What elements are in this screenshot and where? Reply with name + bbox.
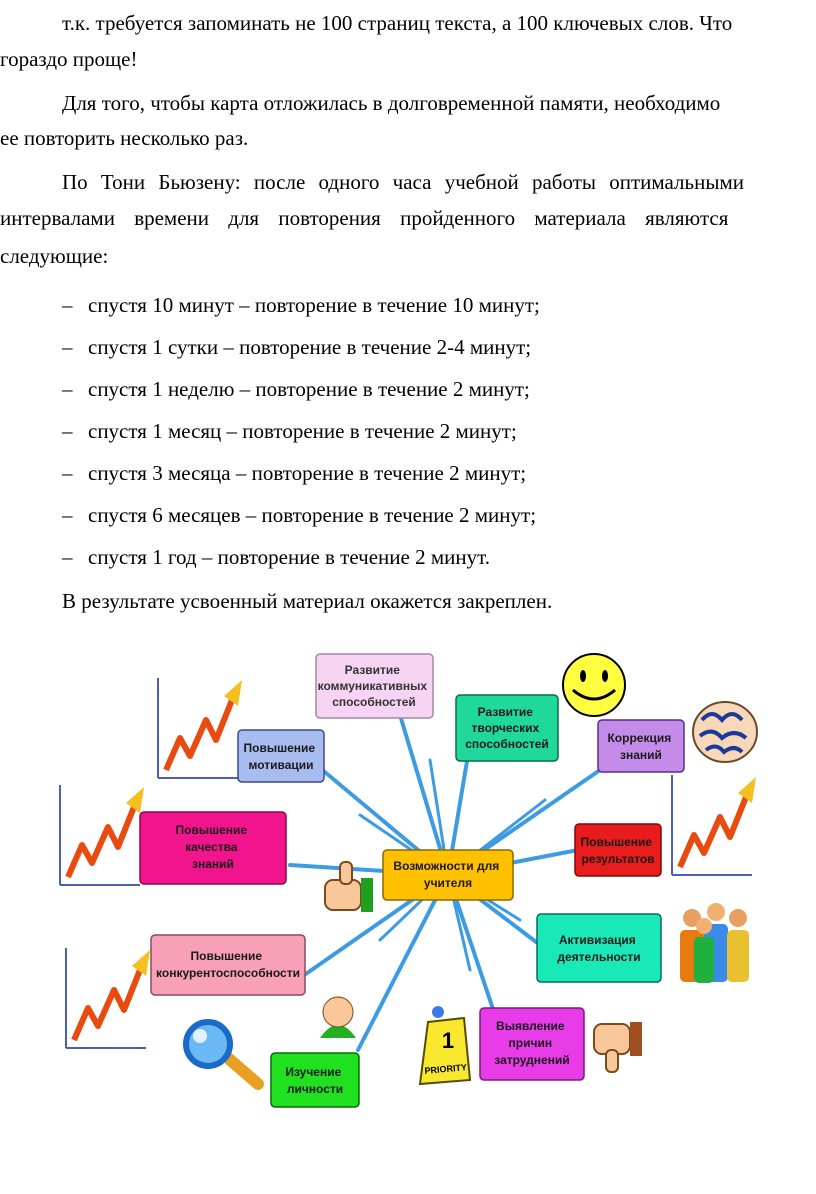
svg-text:Повышение результатов: Повышение результатов xyxy=(581,835,656,866)
list-item: –спустя 3 месяца – повторение в течение … xyxy=(62,458,527,488)
box-line: Выявление xyxy=(496,1019,565,1033)
box-line: творческих xyxy=(471,721,539,735)
paragraph-3-line-3: следующие: xyxy=(0,244,109,268)
box-line: Изучение xyxy=(285,1065,341,1079)
list-dash: – xyxy=(62,419,73,443)
people-group-icon xyxy=(680,903,749,983)
box-line: Коррекция xyxy=(607,731,671,745)
box-line: Повышение xyxy=(191,949,263,963)
box-competitiveness: Повышение конкурентоспособности xyxy=(150,934,306,996)
box-results: Повышение результатов xyxy=(574,823,662,877)
paragraph-3-line-2: интервалами времени для повторения пройд… xyxy=(0,206,729,230)
list-dash: – xyxy=(62,545,73,569)
box-line: конкурентоспособности xyxy=(156,966,300,980)
box-communication: Развитие коммуникативных способностей xyxy=(315,653,434,719)
mind-map-diagram: 1 PRIORITY Возможности для учителя Разви… xyxy=(59,653,758,1108)
thumbs-up-icon xyxy=(324,861,373,912)
box-creative: Развитие творческих способностей xyxy=(455,694,559,762)
thumbs-down-icon xyxy=(593,1022,642,1073)
priority-note-icon: 1 PRIORITY xyxy=(418,1006,472,1086)
svg-text:Изучение личности: Изучение личности xyxy=(285,1065,344,1096)
priority-label: PRIORITY xyxy=(424,1062,467,1076)
paragraph-3-line-1: По Тони Бьюзену: после одного часа учебн… xyxy=(62,170,744,194)
list-item-text: спустя 1 месяц – повторение в течение 2 … xyxy=(88,419,517,443)
box-line: Развитие xyxy=(345,663,401,677)
spoke xyxy=(398,713,450,877)
box-line: качества xyxy=(185,840,238,854)
center-box-line: учителя xyxy=(424,876,472,890)
list-item-text: спустя 3 месяца – повторение в течение 2… xyxy=(88,461,527,485)
growth-chart-icon xyxy=(671,775,756,876)
list-item: –спустя 1 месяц – повторение в течение 2… xyxy=(62,416,517,446)
box-line: результатов xyxy=(581,852,654,866)
box-line: затруднений xyxy=(494,1053,569,1067)
box-line: коммуникативных xyxy=(318,679,428,693)
list-item-text: спустя 1 сутки – повторение в течение 2-… xyxy=(88,335,532,359)
svg-text:Повышение мотивации: Повышение мотивации xyxy=(244,741,319,772)
smiley-icon xyxy=(562,653,626,717)
box-line: Повышение xyxy=(244,741,316,755)
svg-text:Развитие творческих: Развитие творческих способностей xyxy=(465,705,549,751)
paragraph-1-line-1: т.к. требуется запоминать не 100 страниц… xyxy=(62,11,733,35)
list-item-text: спустя 1 неделю – повторение в течение 2… xyxy=(88,377,530,401)
list-item: –спустя 10 минут – повторение в течение … xyxy=(62,290,540,320)
box-correction: Коррекция знаний xyxy=(597,719,685,773)
center-box: Возможности для учителя xyxy=(382,849,514,901)
box-difficulties: Выявление причин затруднений xyxy=(479,1007,585,1081)
box-line: деятельности xyxy=(557,950,640,964)
svg-text:Возможности для учителя: Возможности для учителя xyxy=(393,859,502,890)
box-line: способностей xyxy=(332,695,416,709)
list-dash: – xyxy=(62,335,73,359)
box-activation: Активизация деятельности xyxy=(536,913,662,983)
box-line: мотивации xyxy=(248,758,313,772)
box-quality: Повышение качества знаний xyxy=(139,811,287,885)
list-dash: – xyxy=(62,461,73,485)
priority-number: 1 xyxy=(442,1028,454,1053)
box-line: причин xyxy=(509,1036,553,1050)
box-line: Повышение xyxy=(176,823,248,837)
paragraph-2-line-2: ее повторить несколько раз. xyxy=(0,126,249,150)
list-item: –спустя 1 неделю – повторение в течение … xyxy=(62,374,530,404)
list-dash: – xyxy=(62,377,73,401)
list-item-text: спустя 1 год – повторение в течение 2 ми… xyxy=(88,545,490,569)
brain-icon xyxy=(692,701,758,763)
person-avatar-icon xyxy=(320,996,356,1038)
box-personality: Изучение личности xyxy=(270,1052,360,1108)
paragraph-1-line-2: гораздо проще! xyxy=(0,47,138,71)
box-line: знаний xyxy=(620,748,662,762)
svg-text:Повышение конкурентоспос: Повышение конкурентоспособности xyxy=(156,949,300,980)
svg-text:Выявление причин з: Выявление причин затруднений xyxy=(494,1019,569,1067)
list-item: –спустя 1 год – повторение в течение 2 м… xyxy=(62,542,490,572)
list-item: –спустя 1 сутки – повторение в течение 2… xyxy=(62,332,532,362)
box-line: Активизация xyxy=(559,933,636,947)
svg-text:Активизация деятельности: Активизация деятельности xyxy=(557,933,640,964)
paragraph-2-line-1: Для того, чтобы карта отложилась в долго… xyxy=(62,91,721,115)
box-line: личности xyxy=(287,1082,343,1096)
box-line: Повышение xyxy=(581,835,653,849)
magnifier-icon xyxy=(183,1019,264,1090)
list-item-text: спустя 6 месяцев – повторение в течение … xyxy=(88,503,537,527)
growth-chart-icon xyxy=(157,678,242,779)
box-line: способностей xyxy=(465,737,549,751)
svg-text:Коррекция знаний: Коррекция знаний xyxy=(607,731,674,762)
svg-text:Развитие коммуникативных: Развитие коммуникативных способностей xyxy=(318,663,431,709)
list-dash: – xyxy=(62,293,73,317)
growth-chart-icon xyxy=(59,785,144,886)
conclusion: В результате усвоенный материал окажется… xyxy=(62,589,553,613)
list-dash: – xyxy=(62,503,73,527)
list-item-text: спустя 10 минут – повторение в течение 1… xyxy=(88,293,540,317)
box-line: знаний xyxy=(192,857,234,871)
list-item: –спустя 6 месяцев – повторение в течение… xyxy=(62,500,537,530)
growth-chart-icon xyxy=(65,948,150,1049)
svg-text:Повышение качества: Повышение качества знаний xyxy=(176,823,251,871)
spoke xyxy=(356,873,450,1052)
box-line: Развитие xyxy=(478,705,534,719)
center-box-line: Возможности для xyxy=(393,859,499,873)
box-motivation: Повышение мотивации xyxy=(237,729,325,783)
